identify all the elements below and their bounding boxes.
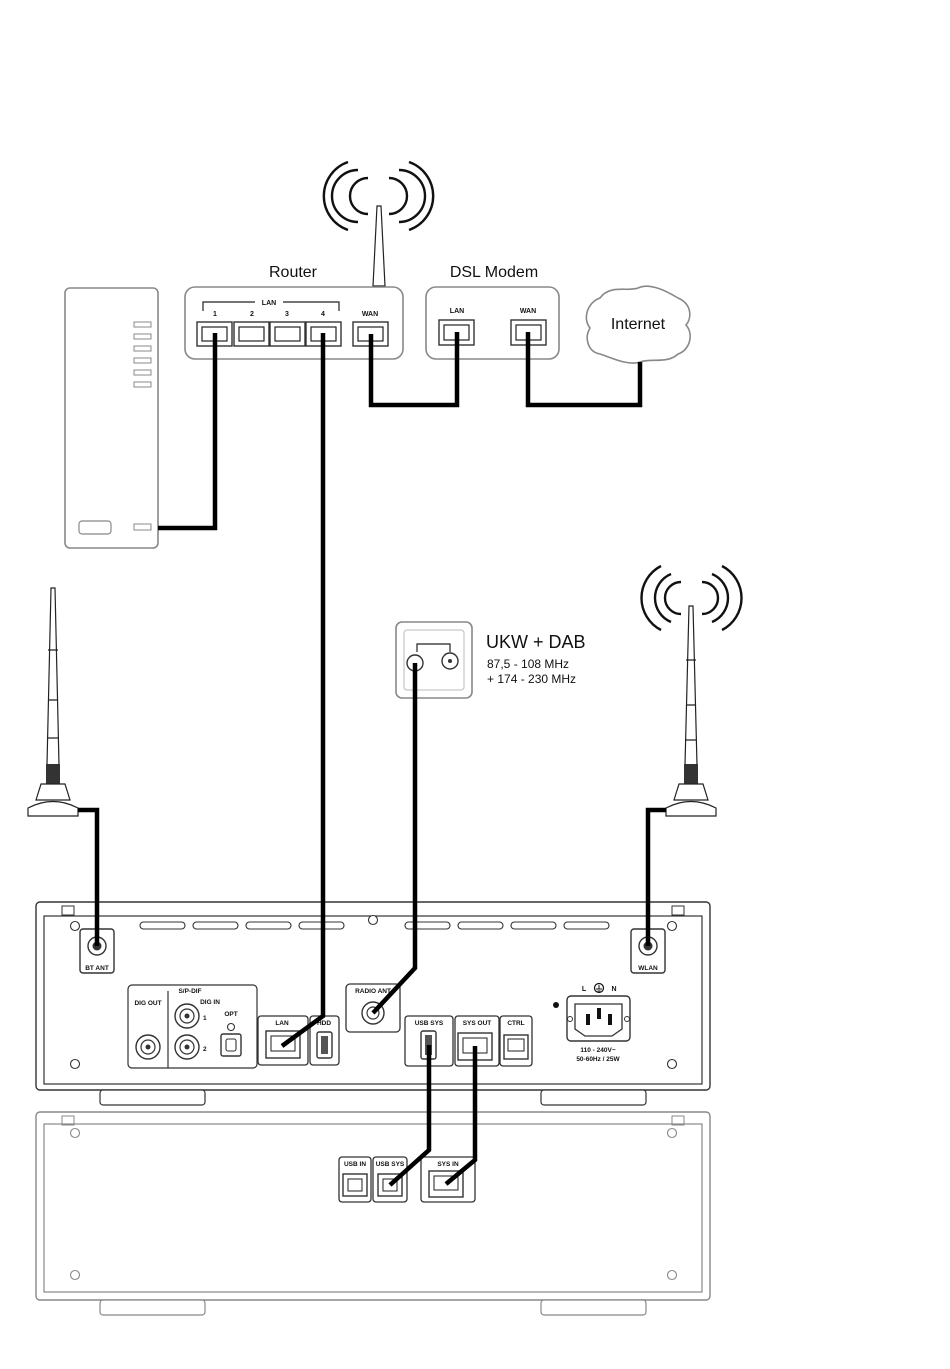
bt-antenna — [28, 588, 78, 816]
main-unit-rear-panel: BT ANT WLAN S/P-DIF DIG OUT DIG IN — [36, 902, 710, 1105]
dig-in-2-rca-jack[interactable] — [175, 1035, 199, 1059]
radio-ant-label: RADIO ANT — [355, 988, 391, 995]
spdif-label: S/P-DIF — [178, 988, 201, 995]
ctrl-label: CTRL — [507, 1020, 524, 1027]
wlan-label: WLAN — [638, 965, 658, 972]
second-unit-rear-panel: USB IN USB SYS SYS IN — [36, 1112, 710, 1315]
nas-lan-port — [134, 524, 151, 530]
bt-ant-label: BT ANT — [85, 965, 109, 972]
router-lan-group-label: LAN — [262, 300, 276, 307]
sys-in-label: SYS IN — [437, 1161, 459, 1168]
router-antenna — [324, 162, 433, 286]
opt-toslink-port[interactable] — [221, 1034, 241, 1056]
modem-title: DSL Modem — [450, 264, 538, 281]
sys-out-label: SYS OUT — [463, 1020, 492, 1027]
antenna-socket-title: UKW + DAB — [486, 632, 586, 652]
wlan-antenna — [641, 566, 741, 816]
power-rating-line-1: 110 - 240V~ — [580, 1047, 615, 1054]
dig-in-1-rca-jack[interactable] — [175, 1004, 199, 1028]
dig-in-1-label: 1 — [203, 1015, 207, 1022]
router-lan-port-3[interactable] — [270, 322, 305, 346]
internet-label: Internet — [611, 316, 666, 333]
cable-router-lan1-to-nas — [158, 333, 215, 528]
dig-out-rca-jack[interactable] — [136, 1035, 160, 1059]
antenna-wall-socket: UKW + DAB 87,5 - 108 MHz + 174 - 230 MHz — [396, 622, 586, 698]
antenna-band-2: + 174 - 230 MHz — [487, 672, 576, 686]
router-wan-label: WAN — [362, 311, 378, 318]
router-port-2-label: 2 — [250, 311, 254, 318]
power-rating-line-2: 50-60Hz / 25W — [576, 1056, 620, 1063]
second-usb-in-label: USB IN — [344, 1161, 366, 1168]
opt-label: OPT — [224, 1011, 237, 1018]
modem-lan-label: LAN — [450, 308, 464, 315]
dsl-modem-device: DSL Modem LAN WAN — [426, 264, 559, 359]
power-n-label: N — [611, 986, 616, 993]
second-usb-sys-label: USB SYS — [376, 1161, 405, 1168]
dig-out-label: DIG OUT — [134, 1000, 161, 1007]
main-usb-sys-label: USB SYS — [415, 1020, 444, 1027]
router-lan-port-2[interactable] — [234, 322, 269, 346]
ground-icon — [595, 984, 604, 993]
nas-tower-device — [65, 288, 158, 548]
internet-cloud: Internet — [586, 286, 690, 363]
power-l-label: L — [582, 986, 587, 993]
nas-drive-slot — [79, 521, 111, 534]
router-device: Router LAN 1 2 3 4 WAN — [185, 162, 433, 359]
dig-in-2-label: 2 — [203, 1046, 207, 1053]
router-port-1-label: 1 — [213, 311, 217, 318]
modem-wan-label: WAN — [520, 308, 536, 315]
dig-in-label: DIG IN — [200, 999, 220, 1006]
router-title: Router — [269, 264, 318, 281]
opt-indicator — [228, 1024, 235, 1031]
router-port-4-label: 4 — [321, 311, 325, 318]
router-port-3-label: 3 — [285, 311, 289, 318]
antenna-band-1: 87,5 - 108 MHz — [487, 657, 569, 671]
main-lan-label: LAN — [275, 1020, 289, 1027]
